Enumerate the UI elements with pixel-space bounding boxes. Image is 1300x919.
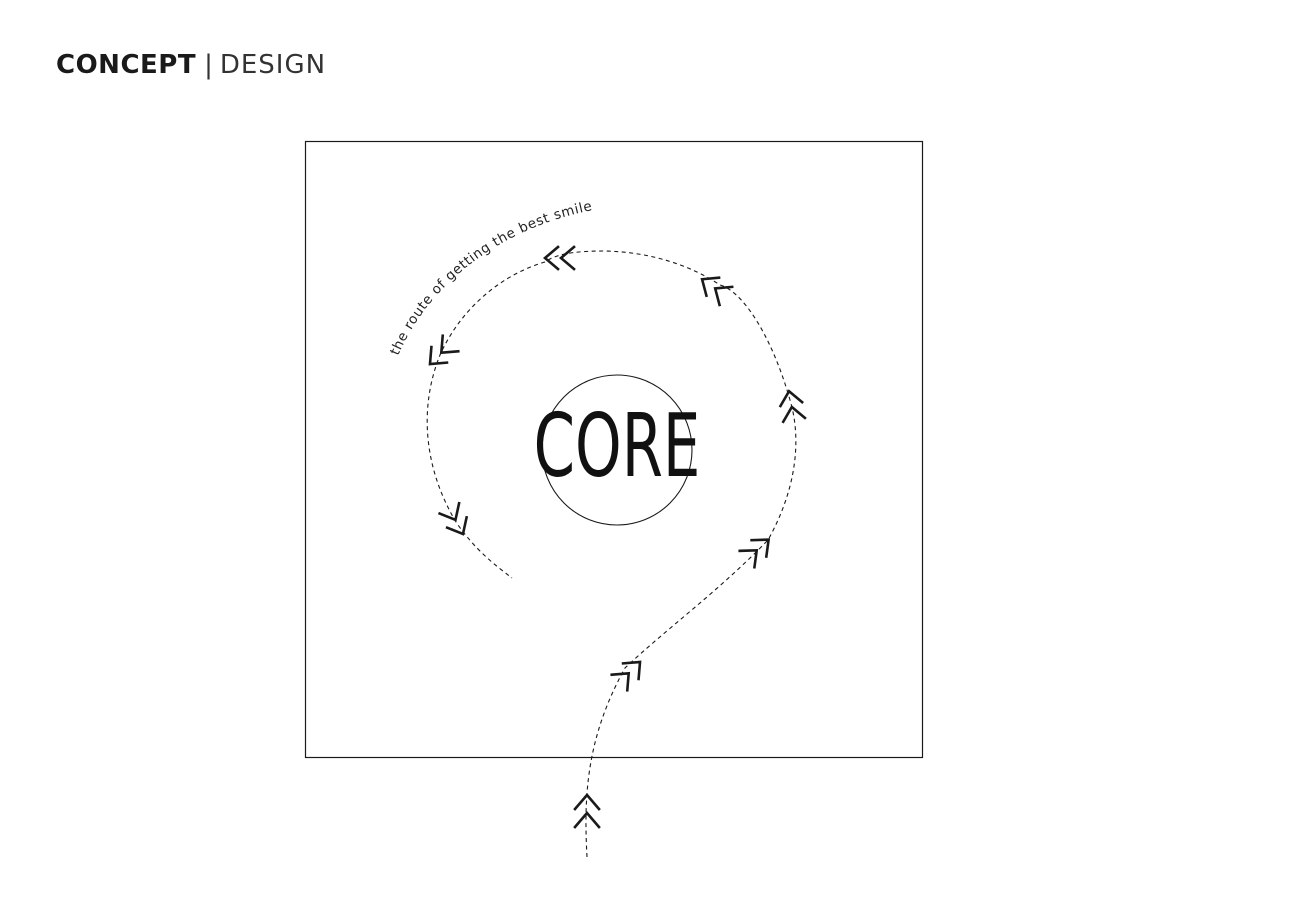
core-label: CORE xyxy=(534,395,701,497)
route-label-text: the route of getting the best smile xyxy=(387,198,594,357)
route-path xyxy=(426,250,797,858)
route-arrows xyxy=(428,245,807,829)
diagram-frame xyxy=(304,140,924,759)
double-chevron-icon xyxy=(700,276,734,307)
double-chevron-icon xyxy=(738,538,771,569)
double-chevron-icon xyxy=(428,334,460,366)
double-chevron-icon xyxy=(573,793,601,829)
core-circle xyxy=(541,374,693,526)
double-chevron-icon xyxy=(437,501,469,536)
page-title-separator: | xyxy=(204,50,214,80)
page-title-primary: CONCEPT xyxy=(56,50,197,80)
route-label: the route of getting the best smile xyxy=(387,198,594,357)
double-chevron-icon xyxy=(610,660,642,692)
double-chevron-icon xyxy=(778,389,807,424)
page-title-secondary: DESIGN xyxy=(219,50,327,80)
double-chevron-icon xyxy=(542,245,576,271)
page-title: CONCEPT|DESIGN xyxy=(56,50,326,80)
